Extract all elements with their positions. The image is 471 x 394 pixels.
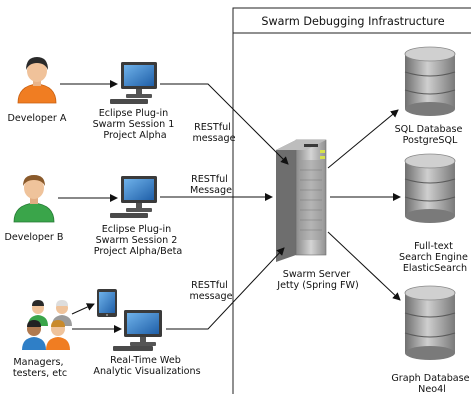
workstation-3-icon xyxy=(113,310,162,351)
restful-label-3: RESTful message xyxy=(189,280,232,302)
arrow-web-to-server xyxy=(166,247,285,330)
managers-label-line-2: testers, etc xyxy=(13,368,67,379)
restful-label-3-line-1: RESTful xyxy=(191,280,228,291)
search-engine-line-1: Full-text xyxy=(414,241,453,252)
workstation-2-icon xyxy=(110,176,157,218)
server-icon xyxy=(276,139,327,262)
sql-database-icon xyxy=(404,46,456,116)
session-1-line-1: Eclipse Plug-in xyxy=(99,108,169,119)
restful-label-3-line-2: message xyxy=(189,291,232,302)
restful-label-2-line-1: RESTful xyxy=(191,174,228,185)
arrow-managers-to-tablet xyxy=(71,303,95,315)
sql-database-line-1: SQL Database xyxy=(395,124,463,135)
workstation-1-icon xyxy=(110,62,157,104)
web-analytics-line-2: Analytic Visualizations xyxy=(93,366,200,377)
session-1-line-2: Swarm Session 1 xyxy=(93,119,175,130)
web-analytics-line-1: Real-Time Web xyxy=(110,355,181,366)
restful-label-2: RESTful Message xyxy=(190,174,232,196)
arrow-session-1-to-server xyxy=(160,83,289,165)
developer-b-label: Developer B xyxy=(5,232,64,243)
sql-database-label: SQL Database PostgreSQL xyxy=(395,124,466,146)
restful-label-1-line-1: RESTful xyxy=(194,122,231,133)
developer-a-label: Developer A xyxy=(8,113,67,124)
restful-label-1-line-2: message xyxy=(192,133,235,144)
restful-label-2-line-2: Message xyxy=(190,185,232,196)
search-engine-line-3: ElasticSearch xyxy=(403,263,467,274)
graph-database-label: Graph Database Neo4l xyxy=(391,373,471,394)
managers-group-icon xyxy=(22,300,72,350)
search-engine-line-2: Search Engine xyxy=(399,252,468,263)
web-analytics-label: Real-Time Web Analytic Visualizations xyxy=(93,355,200,377)
arrow-server-to-graph xyxy=(327,231,401,301)
server-label-line-2: Jetty (Spring FW) xyxy=(276,280,358,291)
sql-database-line-2: PostgreSQL xyxy=(403,135,458,146)
graph-database-line-2: Neo4l xyxy=(418,384,446,394)
restful-label-1: RESTful message xyxy=(192,122,235,144)
graph-database-line-1: Graph Database xyxy=(391,373,469,384)
developer-a-icon xyxy=(17,57,57,104)
managers-label-line-1: Managers, xyxy=(13,357,63,368)
session-2-line-2: Swarm Session 2 xyxy=(96,235,178,246)
arrow-server-to-sql xyxy=(327,109,399,169)
infrastructure-title: Swarm Debugging Infrastructure xyxy=(261,15,444,28)
session-1-label: Eclipse Plug-in Swarm Session 1 Project … xyxy=(93,108,178,141)
infrastructure-box: Swarm Debugging Infrastructure xyxy=(232,7,471,394)
connection-arrows xyxy=(58,80,401,333)
search-engine-label: Full-text Search Engine ElasticSearch xyxy=(399,241,471,274)
graph-database-icon xyxy=(404,285,456,360)
developer-b-icon xyxy=(13,175,55,223)
session-2-line-3: Project Alpha/Beta xyxy=(94,246,183,257)
session-2-line-1: Eclipse Plug-in xyxy=(102,224,172,235)
managers-label: Managers, testers, etc xyxy=(13,357,67,379)
server-label-line-1: Swarm Server xyxy=(283,269,351,280)
session-1-line-3: Project Alpha xyxy=(103,130,166,141)
tablet-icon xyxy=(97,289,117,317)
session-2-label: Eclipse Plug-in Swarm Session 2 Project … xyxy=(94,224,183,257)
server-label: Swarm Server Jetty (Spring FW) xyxy=(276,269,358,291)
search-engine-database-icon xyxy=(404,153,456,223)
